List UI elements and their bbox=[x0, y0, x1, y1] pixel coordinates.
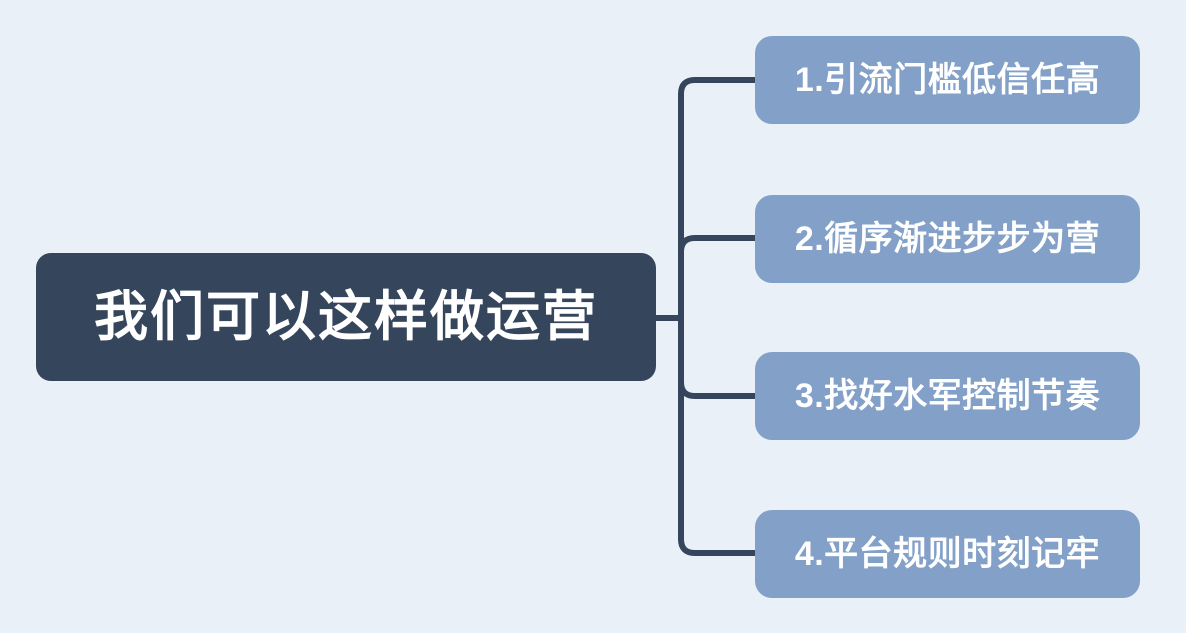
branch-node-3[interactable]: 3.找好水军控制节奏 bbox=[755, 352, 1140, 440]
connector-branch-3 bbox=[678, 379, 760, 399]
connector-branch-2 bbox=[678, 235, 760, 255]
branch-node-4[interactable]: 4.平台规则时刻记牢 bbox=[755, 510, 1140, 598]
branch-node-3-label: 3.找好水军控制节奏 bbox=[794, 377, 1101, 415]
branch-node-1[interactable]: 1.引流门槛低信任高 bbox=[755, 36, 1140, 124]
branch-node-2[interactable]: 2.循序渐进步步为营 bbox=[755, 195, 1140, 283]
root-node-label: 我们可以这样做运营 bbox=[94, 287, 598, 347]
branch-node-1-label: 1.引流门槛低信任高 bbox=[794, 61, 1101, 99]
branch-node-4-label: 4.平台规则时刻记牢 bbox=[794, 535, 1101, 573]
branch-node-2-label: 2.循序渐进步步为营 bbox=[794, 220, 1101, 258]
root-node[interactable]: 我们可以这样做运营 bbox=[36, 253, 656, 381]
connector-branch-4 bbox=[678, 536, 760, 556]
connector-branch-1 bbox=[678, 77, 760, 97]
